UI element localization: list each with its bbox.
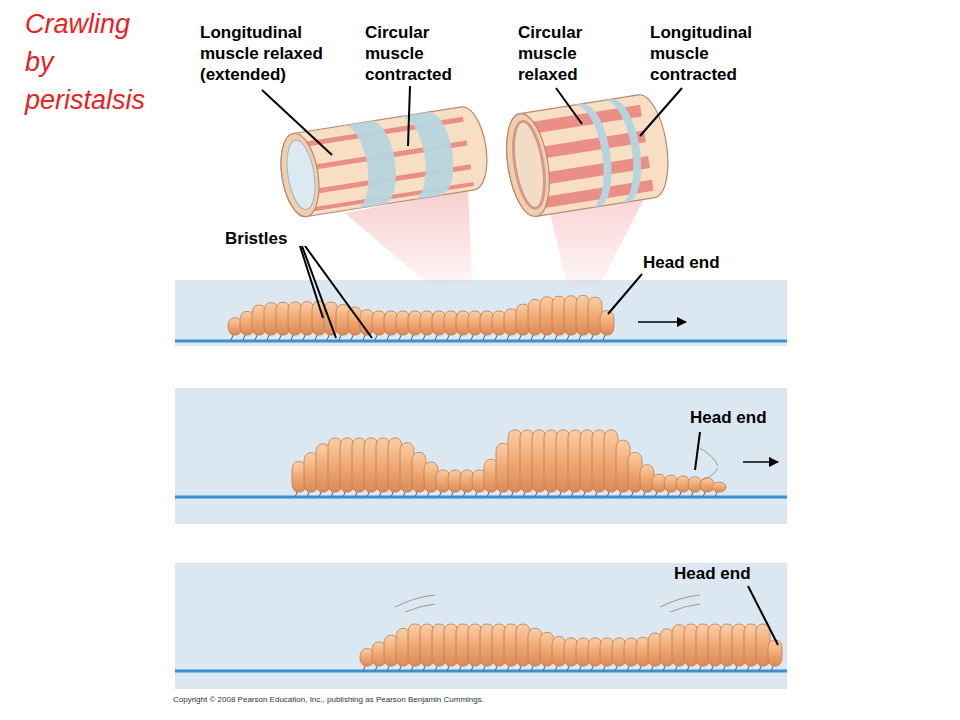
earthworm <box>292 430 726 497</box>
head-label: Head end <box>690 407 790 428</box>
muscle-label: Longitudinal muscle contracted <box>650 22 780 85</box>
ground-line <box>175 670 787 673</box>
head-label: Head end <box>674 563 774 584</box>
ground-line <box>175 496 787 499</box>
copyright-note: Copyright © 2008 Pearson Education, Inc.… <box>173 695 484 705</box>
panel <box>175 563 787 689</box>
worm-group <box>228 295 782 671</box>
motion-marks <box>395 448 718 612</box>
earthworm <box>228 295 614 340</box>
earthworm <box>360 624 782 671</box>
muscle-label: Circular muscle relaxed <box>518 22 610 85</box>
motion-arrow <box>743 461 778 463</box>
motion-arrow <box>638 321 686 323</box>
ground-line <box>175 340 787 343</box>
muscle-label: Longitudinal muscle relaxed (extended) <box>200 22 360 85</box>
part-label: Bristles <box>225 228 325 249</box>
muscle-cylinder <box>276 104 493 219</box>
panel <box>175 280 787 346</box>
leader-lines <box>262 86 778 645</box>
diagram-title: Crawling by peristalsis <box>25 5 165 119</box>
head-label: Head end <box>643 252 743 273</box>
muscle-cylinder <box>500 92 674 220</box>
muscle-label: Circular muscle contracted <box>365 22 477 85</box>
